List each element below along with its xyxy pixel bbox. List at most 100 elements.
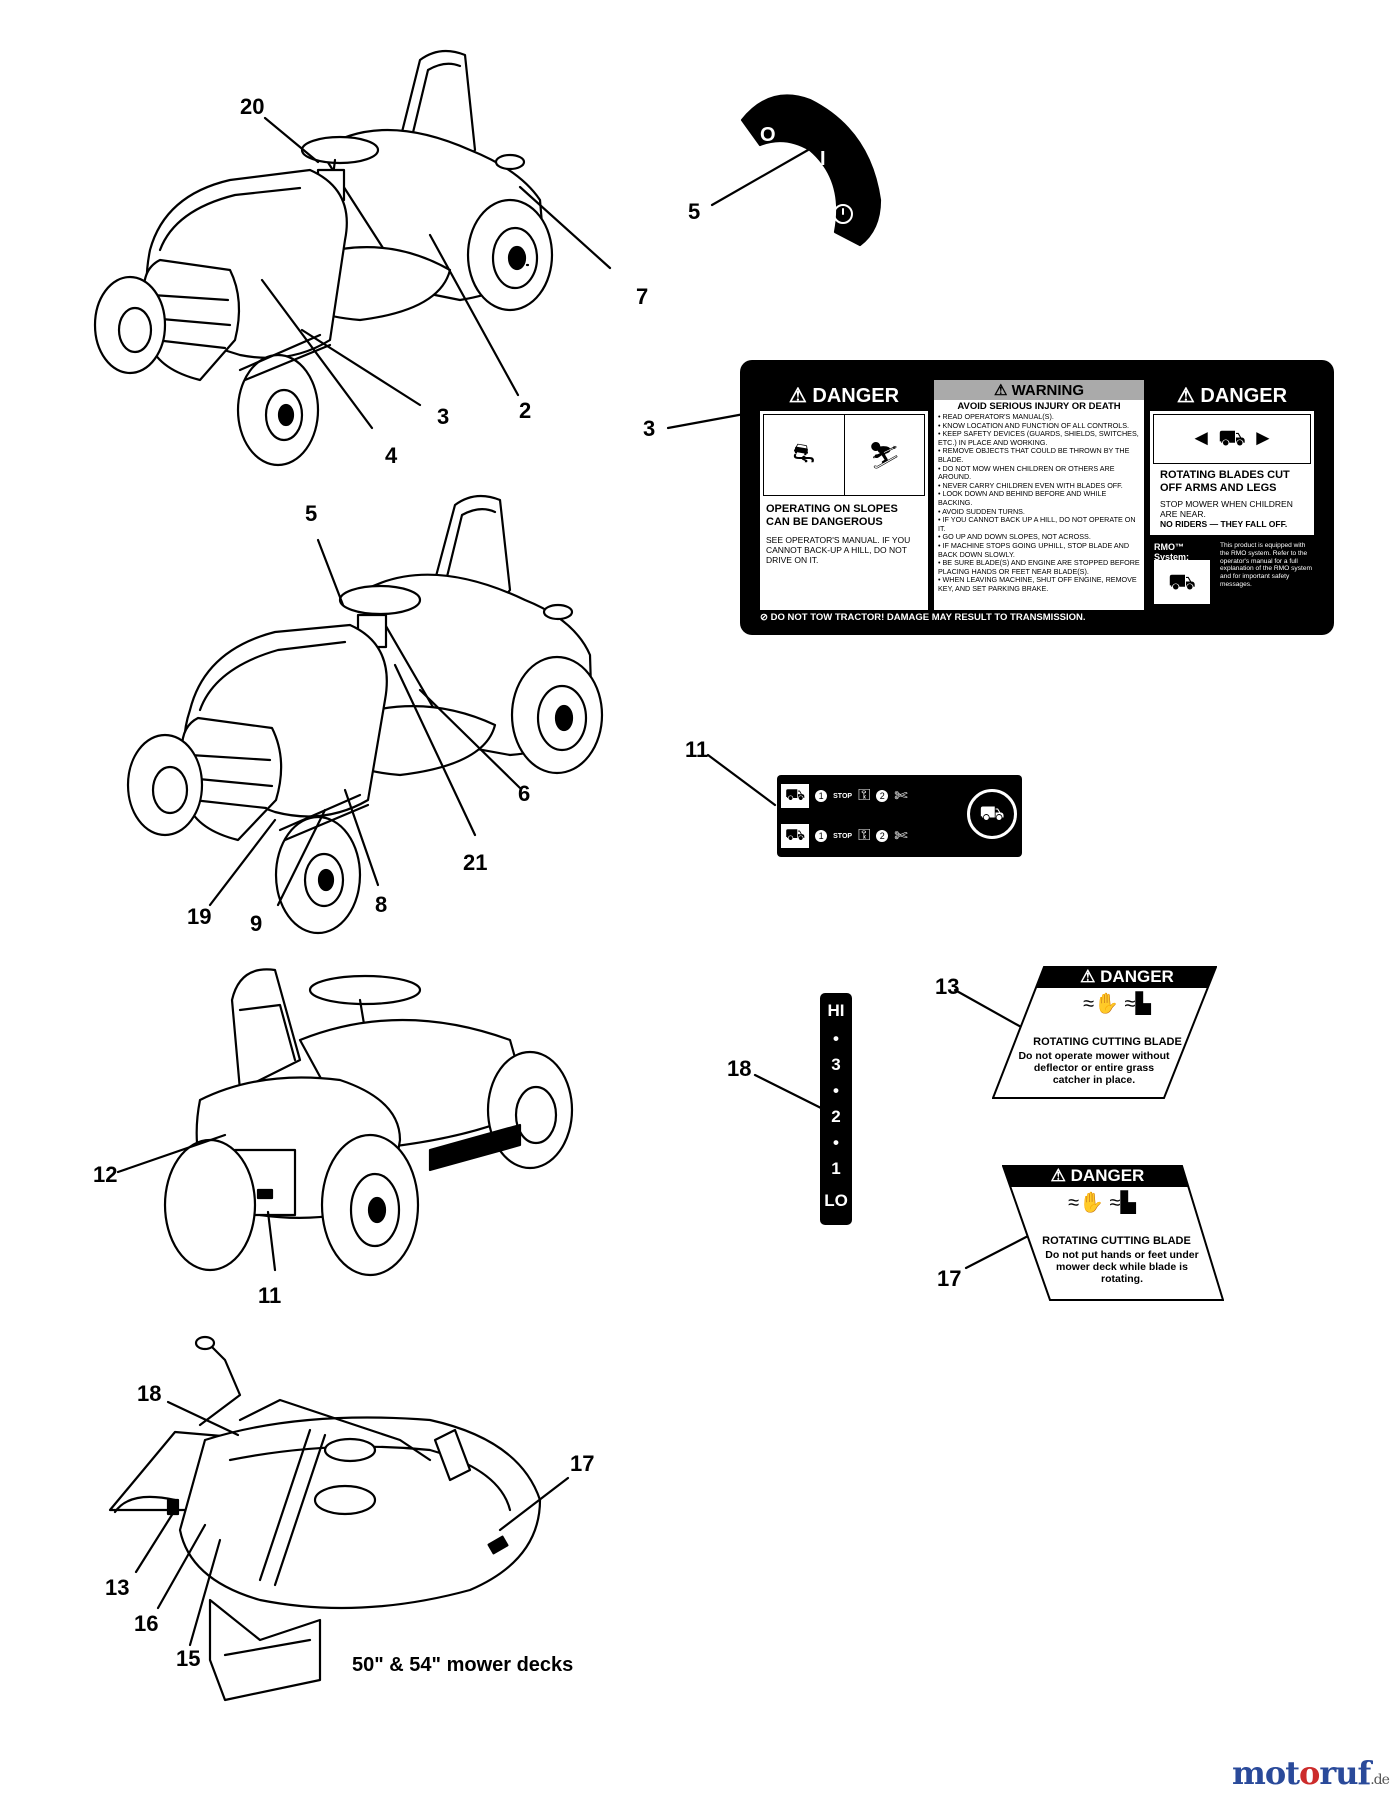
tool-icon: ✄ xyxy=(894,828,908,845)
rmo-panel: RMO™ System: ⛟ This product is equipped … xyxy=(1150,540,1314,610)
callout-5: 5 xyxy=(305,501,318,526)
warning-item: • KEEP SAFETY DEVICES (GUARDS, SHIELDS, … xyxy=(938,429,1139,447)
warning-item: • IF MACHINE STOPS GOING UPHILL, STOP BL… xyxy=(938,540,1130,559)
tow-warning-footer: ⊘ DO NOT TOW TRACTOR! DAMAGE MAY RESULT … xyxy=(760,612,1086,623)
blades-body-1: STOP MOWER WHEN CHILDREN ARE NEAR. xyxy=(1160,499,1293,519)
callout-11: 11 xyxy=(258,1283,282,1308)
tractor-front-view-1 xyxy=(93,49,612,467)
blades-body-2: NO RIDERS — THEY FALL OFF. xyxy=(1160,519,1288,529)
callout-19: 19 xyxy=(187,904,212,929)
decal13-title: ROTATING CUTTING BLADE xyxy=(1033,1036,1182,1048)
decal17-title: ROTATING CUTTING BLADE xyxy=(1042,1235,1191,1247)
decal17-header: ⚠ DANGER xyxy=(1050,1166,1145,1185)
warning-item: • GO UP AND DOWN SLOPES, NOT ACROSS. xyxy=(938,532,1091,542)
slope-fall-pictogram: ⛷ xyxy=(867,439,901,470)
stop-label: STOP xyxy=(833,832,853,840)
logo-part-2: o xyxy=(1298,1754,1320,1792)
danger-decal-17: ⚠ DANGER ≈✋ ≈▙ ROTATING CUTTING BLADE Do… xyxy=(1002,1165,1224,1301)
tractor-pictogram: ⛟ xyxy=(781,784,810,808)
rollover-pictogram: ⛐ xyxy=(764,415,845,495)
warning-item: • AVOID SUDDEN TURNS. xyxy=(938,506,1025,516)
tool-icon: ✄ xyxy=(894,788,908,805)
decal11-row-2: ⛟ 1 STOP ⚿ 2 ✄ xyxy=(781,819,961,853)
decal13-outline xyxy=(992,966,1217,1099)
warning-item: • DO NOT MOW WHEN CHILDREN OR OTHERS ARE… xyxy=(938,463,1115,482)
callout-17-decal: 17 xyxy=(937,1266,962,1291)
warning-list: • READ OPERATOR'S MANUAL(S). • KNOW LOCA… xyxy=(934,412,1144,593)
logo-part-1: mot xyxy=(1232,1754,1300,1792)
height-lo: LO xyxy=(824,1191,848,1210)
rmo-pictogram: ⛟ xyxy=(1154,560,1210,604)
danger-header-left: ⚠ DANGER xyxy=(760,380,928,411)
warning-subheader: AVOID SERIOUS INJURY OR DEATH xyxy=(957,401,1121,412)
height-hi: HI xyxy=(827,1001,845,1020)
blades-title: ROTATING BLADES CUT OFF ARMS AND LEGS xyxy=(1160,469,1290,494)
key-icon: ⚿ xyxy=(858,787,871,804)
rmo-text: This product is equipped with the RMO sy… xyxy=(1220,542,1312,588)
switch-on-symbol: I xyxy=(820,148,826,170)
step-number-2: 2 xyxy=(876,830,889,842)
warning-item: • BE SURE BLADE(S) AND ENGINE ARE STOPPE… xyxy=(938,558,1140,576)
callout-2: 2 xyxy=(519,398,532,423)
decal17-body: Do not put hands or feet under mower dec… xyxy=(1045,1249,1199,1285)
callout-9: 9 xyxy=(250,911,263,936)
tractor-rear-view xyxy=(116,968,574,1277)
height-dot: • xyxy=(833,1029,839,1048)
switch-off-symbol: O xyxy=(760,124,776,146)
callout-3: 3 xyxy=(437,404,450,429)
logo-tld: .de xyxy=(1370,1772,1390,1788)
tractor-pictogram: ⛟ xyxy=(781,824,810,848)
stop-label: STOP xyxy=(833,792,853,800)
slopes-title: OPERATING ON SLOPES CAN BE DANGEROUS xyxy=(766,503,898,528)
danger-header-right: ⚠ DANGER xyxy=(1150,380,1314,411)
danger-decal-13: ⚠ DANGER ≈✋ ≈▙ ROTATING CUTTING BLADE Do… xyxy=(992,966,1217,1099)
callout-15: 15 xyxy=(176,1646,201,1671)
callout-13-decal: 13 xyxy=(935,974,960,999)
danger-slopes-panel: ⚠ DANGER ⛐ ⛷ OPERATING ON SLOPES CAN BE … xyxy=(760,380,928,610)
decal13-pictograms: ≈✋ ≈▙ xyxy=(1083,993,1151,1015)
no-tow-icon: ⛟ xyxy=(967,789,1017,839)
callout-16: 16 xyxy=(134,1611,159,1636)
mower-deck xyxy=(108,1335,570,1702)
motoruf-logo: motoruf.de xyxy=(1232,1754,1390,1792)
callout-20: 20 xyxy=(240,94,265,119)
height-2: 2 xyxy=(831,1107,841,1126)
height-1: 1 xyxy=(831,1159,841,1178)
callout-8: 8 xyxy=(375,892,388,917)
key-icon: ⚿ xyxy=(858,827,871,844)
decal17-pictograms: ≈✋ ≈▙ xyxy=(1068,1192,1136,1214)
callout-11-decal: 11 xyxy=(685,737,709,762)
cut-height-decal-18: HI • 3 • 2 • 1 LO xyxy=(820,993,852,1225)
callout-6: 6 xyxy=(518,781,531,806)
slope-pictograms: ⛐ ⛷ xyxy=(763,414,925,496)
decal11-row-1: ⛟ 1 STOP ⚿ 2 ✄ xyxy=(781,779,961,813)
tractor-front-view-2 xyxy=(126,494,604,935)
callout-5-decal: 5 xyxy=(688,199,701,224)
callout-18-decal: 18 xyxy=(727,1056,752,1081)
callout-17: 17 xyxy=(570,1451,595,1476)
height-3: 3 xyxy=(831,1055,841,1074)
safety-decal-3: ⚠ DANGER ⛐ ⛷ OPERATING ON SLOPES CAN BE … xyxy=(740,360,1334,635)
callout-7: 7 xyxy=(636,284,649,309)
warning-item: • REMOVE OBJECTS THAT COULD BE THROWN BY… xyxy=(938,446,1130,464)
step-number-1: 1 xyxy=(815,790,828,802)
warning-item: • READ OPERATOR'S MANUAL(S). xyxy=(938,412,1054,421)
callout-4: 4 xyxy=(385,443,398,468)
slopes-body: SEE OPERATOR'S MANUAL. IF YOU CANNOT BAC… xyxy=(766,535,911,565)
danger-blades-panel: ⚠ DANGER ◄ ⛟ ► ROTATING BLADES CUT OFF A… xyxy=(1150,380,1314,535)
decal17-outline xyxy=(1002,1165,1224,1301)
height-dot: • xyxy=(833,1081,839,1100)
logo-part-3: ruf xyxy=(1319,1754,1371,1792)
mower-deck-caption: 50" & 54" mower decks xyxy=(352,1654,574,1676)
step-number-2: 2 xyxy=(876,790,889,802)
decal13-body: Do not operate mower without deflector o… xyxy=(1018,1050,1170,1086)
warning-item: • LOOK DOWN AND BEHIND BEFORE AND WHILE … xyxy=(938,489,1107,507)
warning-panel: ⚠ WARNING AVOID SERIOUS INJURY OR DEATH … xyxy=(934,380,1144,610)
warning-header: ⚠ WARNING xyxy=(934,380,1144,400)
decal13-header: ⚠ DANGER xyxy=(1080,967,1174,986)
step-number-1: 1 xyxy=(815,830,828,842)
warning-item: • NEVER CARRY CHILDREN EVEN WITH BLADES … xyxy=(938,480,1123,490)
callout-3-decal: 3 xyxy=(643,416,656,441)
callout-18: 18 xyxy=(137,1381,162,1406)
